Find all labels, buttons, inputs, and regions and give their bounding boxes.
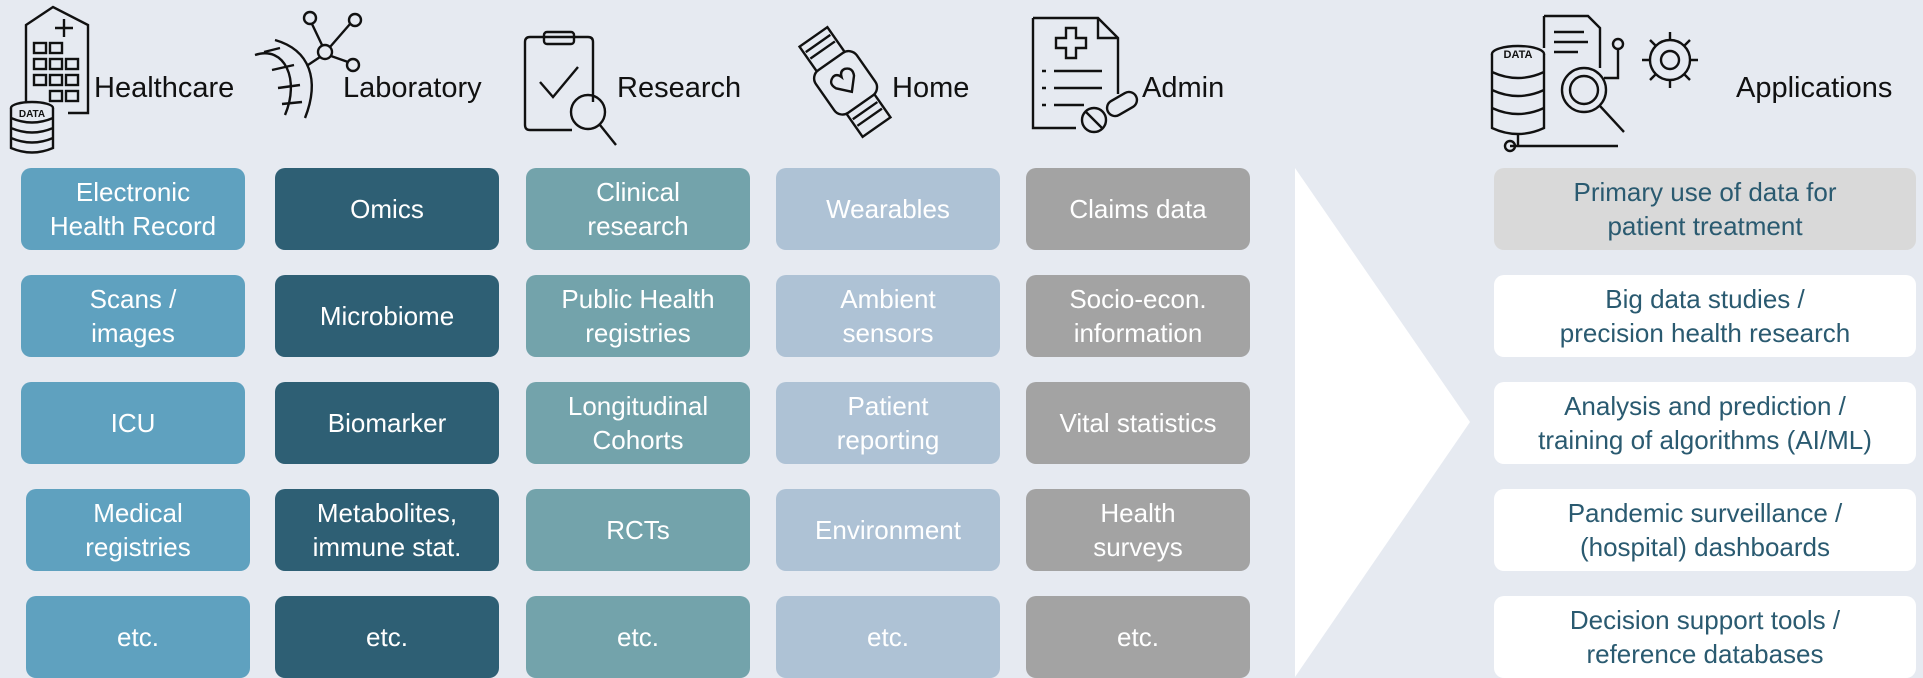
data-source-box: Microbiome (275, 275, 499, 357)
data-source-box: Claims data (1026, 168, 1250, 250)
data-source-box: etc. (526, 596, 750, 678)
data-source-box: Socio-econ. information (1026, 275, 1250, 357)
column-label-research: Research (617, 72, 742, 104)
data-source-box: RCTs (526, 489, 750, 571)
data-source-box: Vital statistics (1026, 382, 1250, 464)
column-label-laboratory: Laboratory (343, 72, 482, 104)
column-label-home: Home (892, 72, 970, 104)
header-laboratory: Laboratory (250, 0, 500, 160)
data-badge: DATA (19, 109, 45, 120)
applications-label: Applications (1736, 72, 1893, 104)
data-source-box: etc. (776, 596, 1000, 678)
column-label-admin: Admin (1142, 72, 1225, 104)
data-source-box: etc. (26, 596, 250, 678)
application-box: Decision support tools / reference datab… (1494, 596, 1916, 678)
header-healthcare: DATA Healthcare (0, 0, 250, 160)
header-admin: Admin (1010, 0, 1260, 160)
application-box: Analysis and prediction / training of al… (1494, 382, 1916, 464)
column-label-healthcare: Healthcare (94, 72, 235, 104)
data-source-box: Patient reporting (776, 382, 1000, 464)
medical-document-pills-icon (1031, 16, 1139, 134)
data-source-box: etc. (1026, 596, 1250, 678)
data-analysis-gear-icon: DATA (1490, 14, 1698, 153)
data-source-box: Health surveys (1026, 489, 1250, 571)
hospital-building-icon: DATA (9, 5, 90, 154)
header-research: Research (500, 0, 750, 160)
data-source-box: Medical registries (26, 489, 250, 571)
data-source-box: Electronic Health Record (21, 168, 245, 250)
data-source-box: Environment (776, 489, 1000, 571)
dna-molecule-icon (254, 10, 363, 119)
application-box: Pandemic surveillance / (hospital) dashb… (1494, 489, 1916, 571)
data-source-box: Wearables (776, 168, 1000, 250)
data-source-box: etc. (275, 596, 499, 678)
flow-arrow (1295, 168, 1470, 677)
data-source-box: ICU (21, 382, 245, 464)
clipboard-magnifier-icon (523, 30, 617, 146)
data-source-box: Ambient sensors (776, 275, 1000, 357)
application-box: Big data studies / precision health rese… (1494, 275, 1916, 357)
application-box: Primary use of data for patient treatmen… (1494, 168, 1916, 250)
smartwatch-heart-icon (797, 25, 893, 139)
data-source-box: Longitudinal Cohorts (526, 382, 750, 464)
data-source-box: Clinical research (526, 168, 750, 250)
data-source-box: Scans / images (21, 275, 245, 357)
header-home: Home (760, 0, 1010, 160)
data-source-box: Metabolites, immune stat. (275, 489, 499, 571)
data-source-box: Public Health registries (526, 275, 750, 357)
data-badge: DATA (1504, 49, 1533, 61)
data-source-box: Omics (275, 168, 499, 250)
data-source-box: Biomarker (275, 382, 499, 464)
